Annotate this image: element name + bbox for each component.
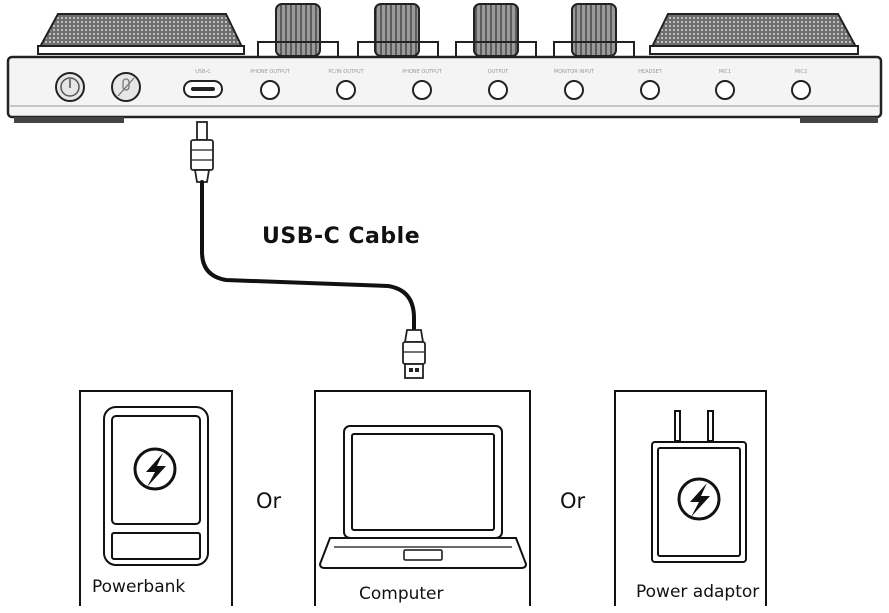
left-speaker-grille bbox=[38, 13, 244, 48]
power-adaptor-illustration bbox=[651, 410, 747, 563]
port-label-monitor-input: MONITOR INPUT bbox=[554, 69, 595, 75]
powerbank-label: Powerbank bbox=[92, 577, 186, 597]
audio-jack bbox=[791, 80, 811, 100]
usb-c-cable bbox=[190, 121, 426, 379]
cable-wire bbox=[200, 180, 416, 332]
frame-power-adaptor bbox=[614, 390, 767, 606]
laptop-icon bbox=[318, 425, 528, 569]
power-adaptor-label: Power adaptor bbox=[636, 582, 760, 602]
usb-c-plug-tip bbox=[196, 121, 208, 141]
front-panel bbox=[6, 55, 883, 119]
port-label-mic1: MIC1 bbox=[719, 69, 731, 75]
port-label-output: OUTPUT bbox=[488, 69, 509, 75]
computer-label: Computer bbox=[359, 584, 444, 604]
usb-a-plug-body bbox=[402, 341, 426, 365]
port-label-phone-output-2: PHONE OUTPUT bbox=[402, 69, 443, 75]
port-label-mic2: MIC2 bbox=[795, 69, 807, 75]
audio-jack bbox=[336, 80, 356, 100]
port-label-headset: HEADSET bbox=[638, 69, 663, 75]
usb-c-plug-body bbox=[190, 139, 214, 171]
port-label-usb-c: USB-C bbox=[195, 69, 211, 75]
port-label-pc-output: PC/IN OUTPUT bbox=[328, 69, 364, 75]
frame-powerbank bbox=[79, 390, 233, 606]
right-speaker-grille bbox=[650, 13, 858, 48]
separator-or: Or bbox=[256, 489, 282, 513]
audio-mixer-device: USB-C PHONE OUTPUT PC/IN OUTPUT PHONE OU… bbox=[6, 3, 883, 123]
frame-computer bbox=[314, 390, 531, 606]
powerbank-illustration bbox=[103, 406, 209, 566]
knob bbox=[473, 3, 519, 57]
port-label-phone-output: PHONE OUTPUT bbox=[250, 69, 291, 75]
audio-jack bbox=[488, 80, 508, 100]
knob bbox=[374, 3, 420, 57]
audio-jacks bbox=[260, 80, 811, 100]
lightning-bolt-icon bbox=[133, 447, 177, 491]
lightning-bolt-icon bbox=[677, 477, 721, 521]
audio-jack bbox=[412, 80, 432, 100]
audio-jack bbox=[564, 80, 584, 100]
usb-a-plug-tip bbox=[404, 363, 424, 379]
knob bbox=[571, 3, 617, 57]
cable-label: USB-C Cable bbox=[262, 224, 421, 249]
knob bbox=[275, 3, 321, 57]
control-knobs bbox=[257, 3, 635, 57]
separator-or: Or bbox=[560, 489, 586, 513]
audio-jack bbox=[715, 80, 735, 100]
audio-jack bbox=[260, 80, 280, 100]
audio-jack bbox=[640, 80, 660, 100]
